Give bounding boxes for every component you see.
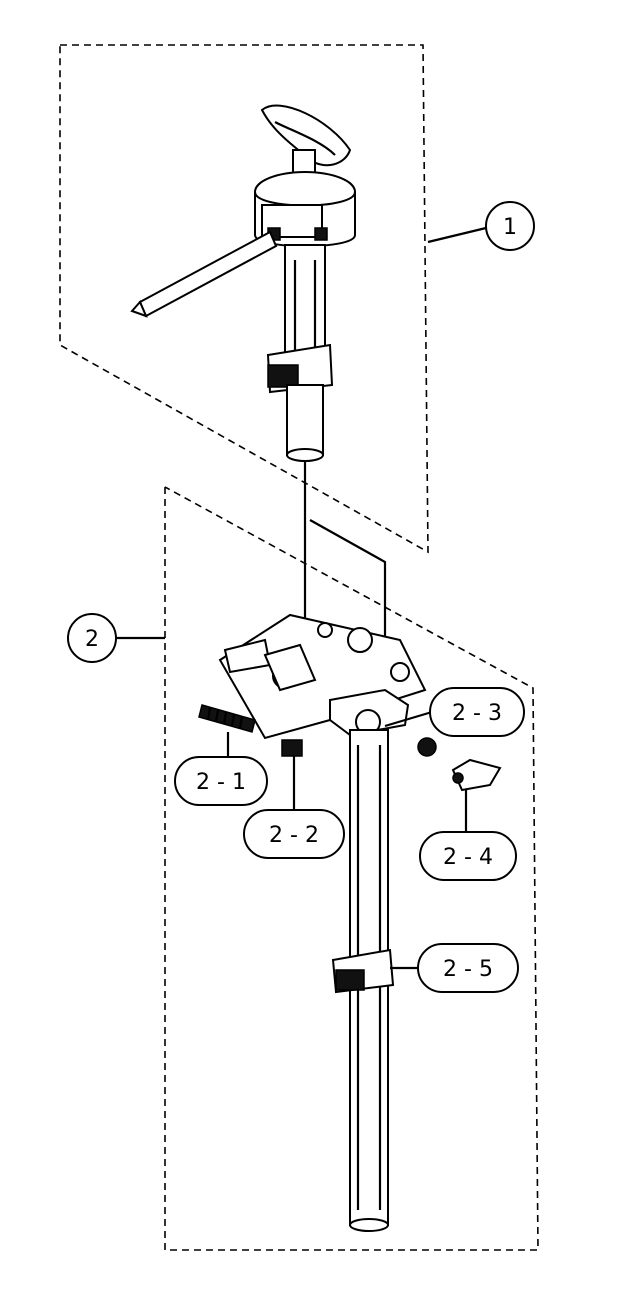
callout-2: 2 (67, 613, 117, 663)
leader-1 (427, 226, 487, 244)
callout-2-1-label: 2 - 1 (196, 770, 246, 795)
small-bracket-part (451, 758, 502, 792)
callout-2-4: 2 - 4 (419, 831, 517, 881)
assembly-1-boundary (59, 44, 429, 554)
callout-2-2: 2 - 2 (243, 809, 345, 859)
callout-2-3-label: 2 - 3 (452, 701, 502, 726)
spring-part (198, 704, 256, 733)
tom-holder-assembly (130, 104, 356, 462)
callout-1: 1 (485, 201, 535, 251)
callout-1-label: 1 (503, 215, 517, 240)
callout-2-1: 2 - 1 (174, 756, 268, 806)
callout-2-3: 2 - 3 (429, 687, 525, 737)
small-nut-part (281, 739, 303, 757)
small-washer-part (417, 737, 437, 757)
leader-2-3 (384, 710, 433, 728)
callout-2-2-label: 2 - 2 (269, 823, 319, 848)
callout-2-5: 2 - 5 (417, 943, 519, 993)
callout-2-4-label: 2 - 4 (443, 845, 493, 870)
assembly-2-boundary (164, 486, 539, 1251)
callout-2-label: 2 (85, 627, 99, 652)
callout-2-5-label: 2 - 5 (443, 957, 493, 982)
bracket-assembly (218, 613, 427, 1232)
